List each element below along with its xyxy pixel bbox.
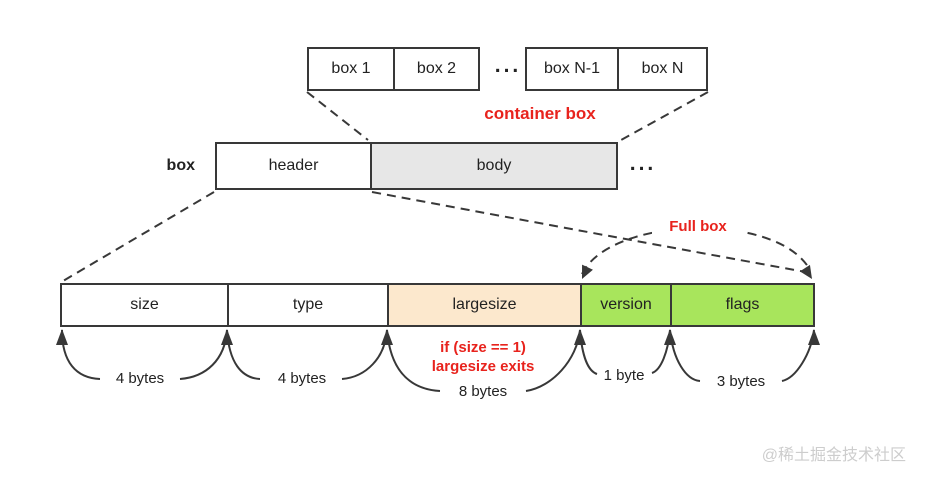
box-side-label: box — [166, 157, 195, 174]
down-arrowheads — [582, 264, 812, 279]
container-children-group-right: box N-1 box N — [525, 47, 708, 91]
box-anatomy-group: header body — [215, 142, 618, 190]
flags-field-cell: flags — [670, 285, 813, 325]
version-field-cell: version — [580, 285, 670, 325]
header-fields-group: size type largesize version flags — [60, 283, 815, 327]
size-span-label: 4 bytes — [115, 370, 165, 387]
middle-row-ellipsis: ... — [629, 152, 657, 175]
top-row-ellipsis: ... — [494, 54, 522, 77]
box-n-cell: box N — [617, 49, 706, 89]
type-span-label: 4 bytes — [277, 370, 327, 387]
container-box-caption: container box — [484, 104, 596, 123]
dashed-line-header-to-size — [62, 191, 215, 282]
version-span-label: 1 byte — [603, 367, 645, 384]
box-2-cell: box 2 — [393, 49, 478, 89]
body-cell: body — [370, 144, 616, 188]
flags-span-label: 3 bytes — [716, 373, 766, 390]
largesize-field-cell: largesize — [387, 285, 580, 325]
box-n1-cell: box N-1 — [543, 60, 601, 77]
header-cell: header — [268, 157, 319, 174]
full-box-caption: Full box — [652, 218, 744, 235]
condition-line-2: largesize exits — [431, 358, 535, 375]
dashed-line-boxn-to-body — [620, 91, 709, 141]
condition-line-1: if (size == 1) — [440, 339, 526, 356]
largesize-span-label: 8 bytes — [458, 383, 508, 400]
type-field-cell: type — [227, 285, 387, 325]
watermark: @稀土掘金技术社区 — [761, 447, 906, 464]
container-children-group-left: box 1 box 2 — [307, 47, 480, 91]
box-1-cell: box 1 — [331, 60, 371, 77]
largesize-condition-note: if (size == 1) largesize exits — [398, 338, 568, 376]
size-field-cell: size — [130, 296, 159, 313]
dashed-line-box1-to-body — [306, 91, 369, 141]
dashed-line-header-to-flags — [371, 191, 813, 279]
